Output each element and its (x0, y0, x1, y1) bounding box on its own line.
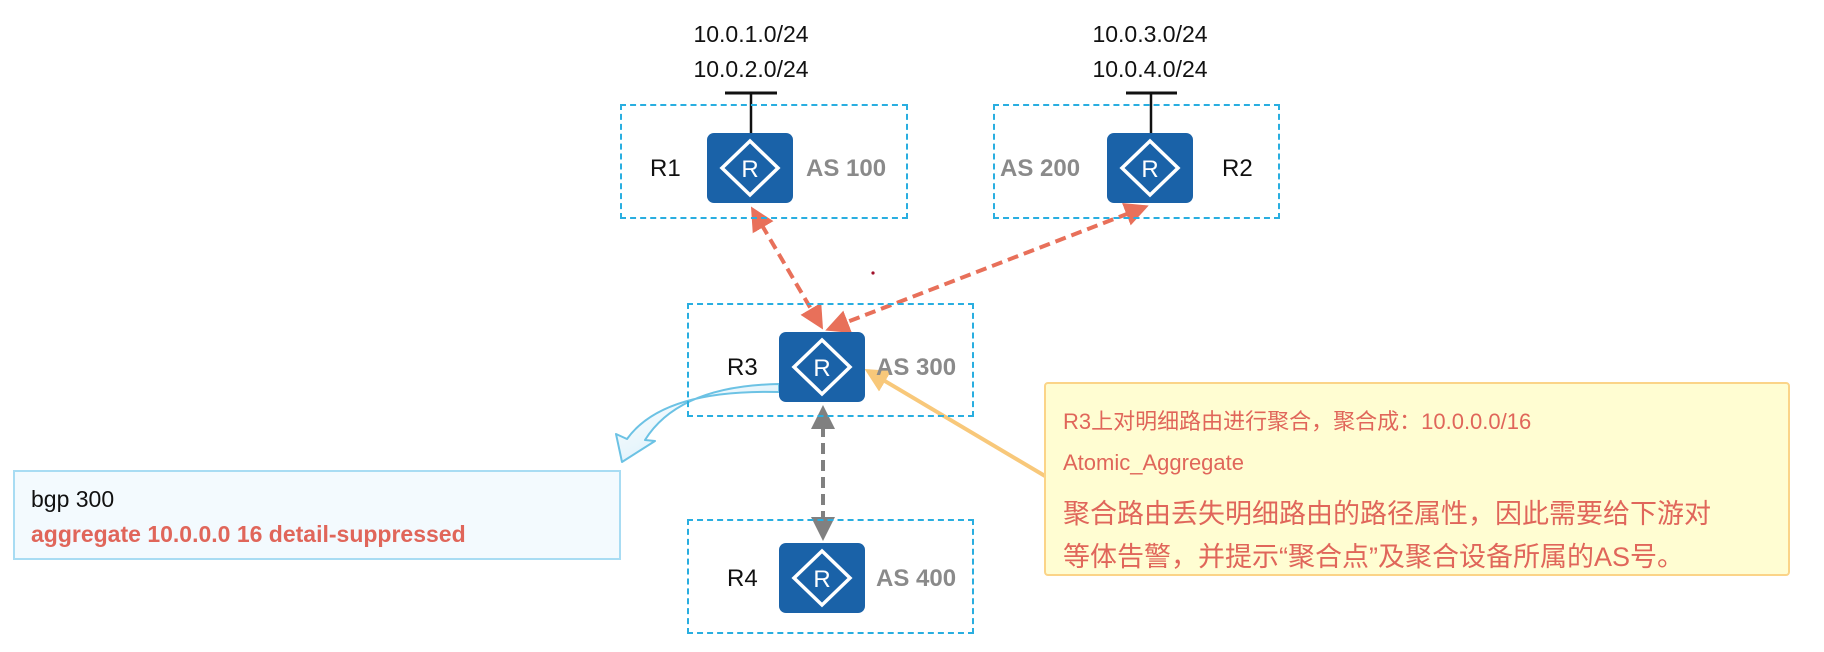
note-line-1: R3上对明细路由进行聚合，聚合成：10.0.0.0/16 (1063, 409, 1532, 434)
router-r2[interactable]: R (1107, 133, 1193, 203)
r2-subnet-2: 10.0.4.0/24 (1092, 56, 1208, 82)
svg-text:R: R (1141, 156, 1158, 183)
router-r4[interactable]: R (779, 543, 865, 613)
svg-text:R: R (813, 355, 830, 382)
as-box-r2 (993, 104, 1280, 219)
stray-dot (871, 271, 875, 275)
router-r1[interactable]: R (707, 133, 793, 203)
r3-as-label: AS 300 (876, 354, 957, 381)
note-line-4: 等体告警，并提示“聚合点”及聚合设备所属的AS号。 (1063, 542, 1684, 572)
r1-as-label: AS 100 (806, 155, 887, 182)
note-box: R3上对明细路由进行聚合，聚合成：10.0.0.0/16 Atomic_Aggr… (1044, 382, 1790, 576)
config-line-bgp: bgp 300 (31, 486, 115, 512)
link-r2-r3 (825, 203, 1149, 333)
router-icon: R (791, 337, 853, 397)
r3-label: R3 (727, 354, 758, 381)
config-box: bgp 300 aggregate 10.0.0.0 16 detail-sup… (13, 470, 621, 560)
router-icon: R (791, 548, 853, 608)
callout-arrow (864, 368, 1047, 478)
r2-as-label: AS 200 (1000, 155, 1081, 182)
as-box-r3 (687, 303, 974, 417)
config-curved-arrow (615, 383, 780, 463)
r4-label: R4 (727, 565, 758, 592)
link-r1-r3 (750, 206, 824, 330)
router-r3[interactable]: R (779, 332, 865, 402)
router-icon: R (1119, 138, 1181, 198)
router-icon: R (719, 138, 781, 198)
config-line-aggregate: aggregate 10.0.0.0 16 detail-suppressed (31, 521, 466, 547)
r2-subnet-1: 10.0.3.0/24 (1092, 21, 1208, 47)
r2-label: R2 (1222, 155, 1253, 182)
svg-text:R: R (741, 156, 758, 183)
r1-subnets: 10.0.1.0/24 10.0.2.0/24 (671, 17, 831, 87)
r1-label: R1 (650, 155, 681, 182)
r1-subnet-2: 10.0.2.0/24 (693, 56, 809, 82)
as-box-r1 (620, 104, 908, 219)
r2-subnets: 10.0.3.0/24 10.0.4.0/24 (1070, 17, 1230, 87)
r1-subnet-1: 10.0.1.0/24 (693, 21, 809, 47)
r4-as-label: AS 400 (876, 565, 957, 592)
note-line-3: 聚合路由丢失明细路由的路径属性，因此需要给下游对 (1063, 499, 1711, 529)
note-line-2: Atomic_Aggregate (1063, 450, 1244, 475)
as-box-r4 (687, 519, 974, 634)
svg-text:R: R (813, 566, 830, 593)
